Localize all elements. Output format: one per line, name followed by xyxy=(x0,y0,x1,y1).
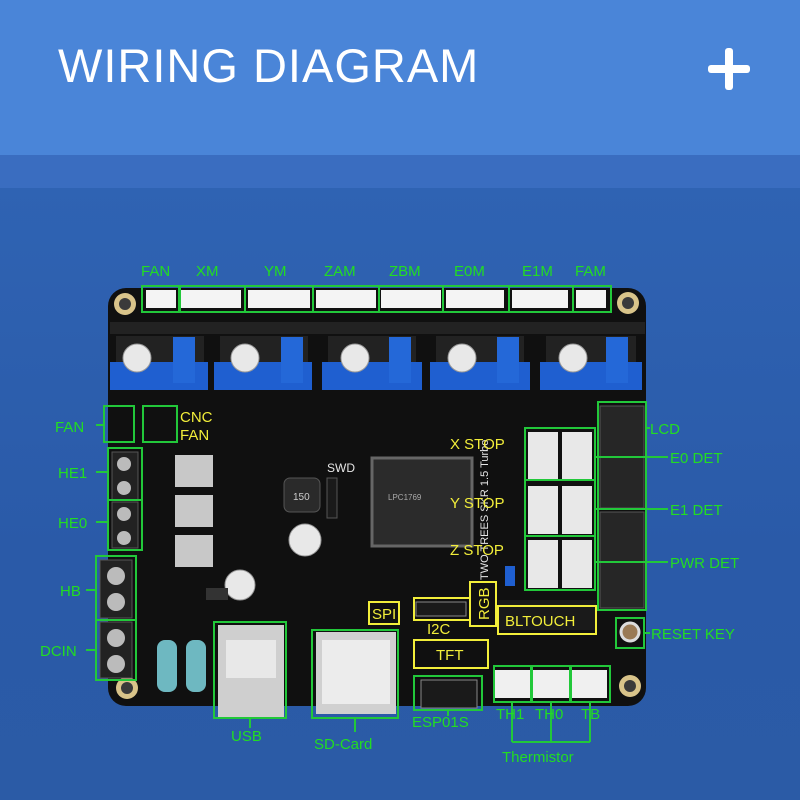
label-zam: ZAM xyxy=(324,263,356,280)
outline-boxes xyxy=(95,285,647,719)
right-headers xyxy=(599,405,645,609)
label-thermistor: Thermistor xyxy=(502,749,574,766)
inductor-text: 150 xyxy=(293,492,310,503)
svg-text:FAN: FAN xyxy=(180,427,209,444)
swd-label: SWD xyxy=(327,461,355,475)
label-y-stop: Y STOP xyxy=(450,495,504,512)
mosfets xyxy=(175,455,213,567)
board-model: TWO TREES SKR 1.5 Turbo xyxy=(479,440,491,580)
label-th0: TH0 xyxy=(535,706,563,723)
label-e1-det: E1 DET xyxy=(670,502,723,519)
plus-icon[interactable] xyxy=(708,48,750,90)
fuses xyxy=(157,640,206,692)
label-rgb: RGB xyxy=(476,587,493,620)
label-fan-top: FAN xyxy=(141,263,170,280)
label-e0-det: E0 DET xyxy=(670,450,723,467)
label-tft: TFT xyxy=(436,647,464,664)
label-hb: HB xyxy=(60,583,81,600)
page-title: WIRING DIAGRAM xyxy=(58,39,480,92)
middle-labels: SPI RGB I2C BLTOUCH TFT xyxy=(372,587,575,664)
label-esp01s: ESP01S xyxy=(412,714,469,731)
label-tb: TB xyxy=(581,706,600,723)
label-he1: HE1 xyxy=(58,465,87,482)
reset-button[interactable] xyxy=(619,621,641,643)
label-xm: XM xyxy=(196,263,219,280)
capacitor xyxy=(288,523,322,557)
label-spi: SPI xyxy=(372,606,396,623)
yellow-boxes xyxy=(368,581,597,669)
header-bar xyxy=(0,0,800,155)
mcu-chip xyxy=(370,456,474,548)
header-band xyxy=(0,155,800,188)
label-bltouch: BLTOUCH xyxy=(505,613,575,630)
label-zbm: ZBM xyxy=(389,263,421,280)
bottom-labels: USB SD-Card ESP01S TH1 TH0 TB Thermistor xyxy=(231,706,600,766)
label-fam: FAM xyxy=(575,263,606,280)
label-dcin: DCIN xyxy=(40,643,77,660)
label-z-stop: Z STOP xyxy=(450,542,504,559)
label-lcd: LCD xyxy=(650,421,680,438)
cnc-fan-label: CNC FAN xyxy=(180,409,213,444)
label-ym: YM xyxy=(264,263,287,280)
inductor xyxy=(283,477,321,513)
label-sd-card: SD-Card xyxy=(314,736,372,753)
top-labels: FAN XM YM ZAM ZBM E0M E1M FAM xyxy=(141,263,606,280)
stop-labels: X STOP Y STOP Z STOP xyxy=(450,436,505,559)
label-x-stop: X STOP xyxy=(450,436,505,453)
right-labels: LCD E0 DET E1 DET PWR DET RESET KEY xyxy=(650,421,739,643)
endstop-headers xyxy=(528,432,592,588)
label-i2c: I2C xyxy=(427,621,451,638)
label-th1: TH1 xyxy=(496,706,524,723)
left-labels: FAN HE1 HE0 HB DCIN xyxy=(40,419,87,660)
callout-lines xyxy=(86,424,668,743)
label-e1m: E1M xyxy=(522,263,553,280)
label-usb: USB xyxy=(231,728,262,745)
mounting-holes xyxy=(114,292,641,699)
svg-text:LPC1769: LPC1769 xyxy=(388,493,422,502)
capacitor xyxy=(224,569,256,601)
svg-text:CNC: CNC xyxy=(180,409,213,426)
label-fan-left: FAN xyxy=(55,419,84,436)
label-he0: HE0 xyxy=(58,515,87,532)
label-reset-key: RESET KEY xyxy=(651,626,735,643)
top-connectors xyxy=(146,290,606,308)
label-pwr-det: PWR DET xyxy=(670,555,739,572)
label-e0m: E0M xyxy=(454,263,485,280)
driver-sockets xyxy=(110,322,645,390)
